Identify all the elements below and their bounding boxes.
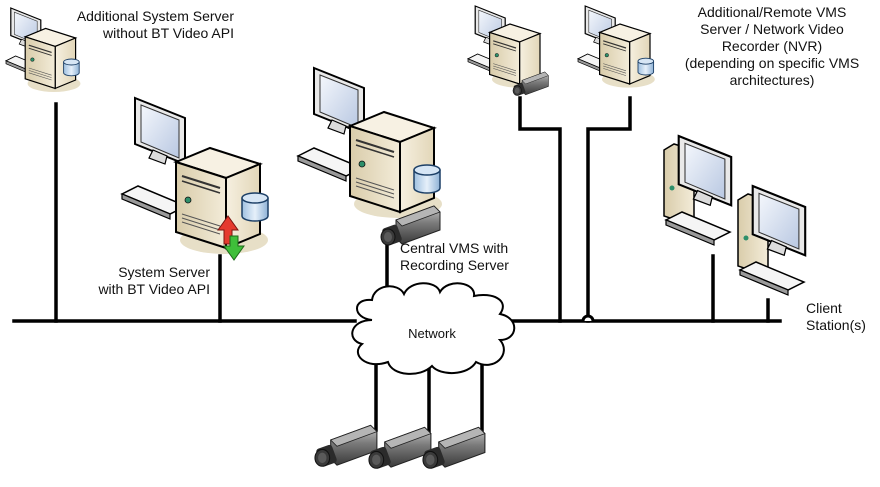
line-hop-marker — [581, 314, 595, 322]
connections — [12, 96, 782, 434]
client-station-1[interactable] — [663, 134, 733, 246]
label-system-server: System Server with BT Video API — [98, 264, 210, 297]
database-icon — [413, 164, 441, 194]
link-remote-vms-b — [586, 96, 632, 323]
camera-icon — [314, 424, 378, 469]
database-icon — [637, 57, 655, 76]
keyboard-icon — [739, 261, 805, 296]
central-vms-server[interactable] — [297, 67, 443, 247]
network-cloud — [351, 282, 516, 375]
keyboard-icon — [665, 211, 731, 246]
link-remote-vms-a — [518, 96, 562, 323]
label-network: Network — [408, 326, 456, 341]
camera-icon — [422, 426, 486, 471]
ip-camera-2[interactable] — [368, 426, 432, 471]
database-icon — [241, 192, 269, 222]
ip-camera-3[interactable] — [422, 426, 486, 471]
database-icon — [63, 58, 80, 77]
label-central-vms: Central VMS with Recording Server — [400, 240, 509, 273]
label-additional-system-server: Additional System Server without BT Vide… — [76, 8, 234, 41]
remote-vms-server-a[interactable] — [467, 5, 549, 97]
up-down-arrows-icon — [217, 215, 245, 261]
monitor-icon — [134, 97, 186, 165]
server-tower-icon — [598, 23, 656, 89]
camera-icon — [368, 426, 432, 471]
ip-camera-1[interactable] — [314, 424, 378, 469]
label-client-stations: Client Station(s) — [806, 300, 866, 333]
remote-vms-server-b[interactable] — [577, 5, 656, 89]
label-remote-vms-server: Additional/Remote VMS Server / Network V… — [684, 4, 860, 88]
client-station-2[interactable] — [737, 184, 807, 296]
system-server[interactable] — [121, 97, 269, 261]
